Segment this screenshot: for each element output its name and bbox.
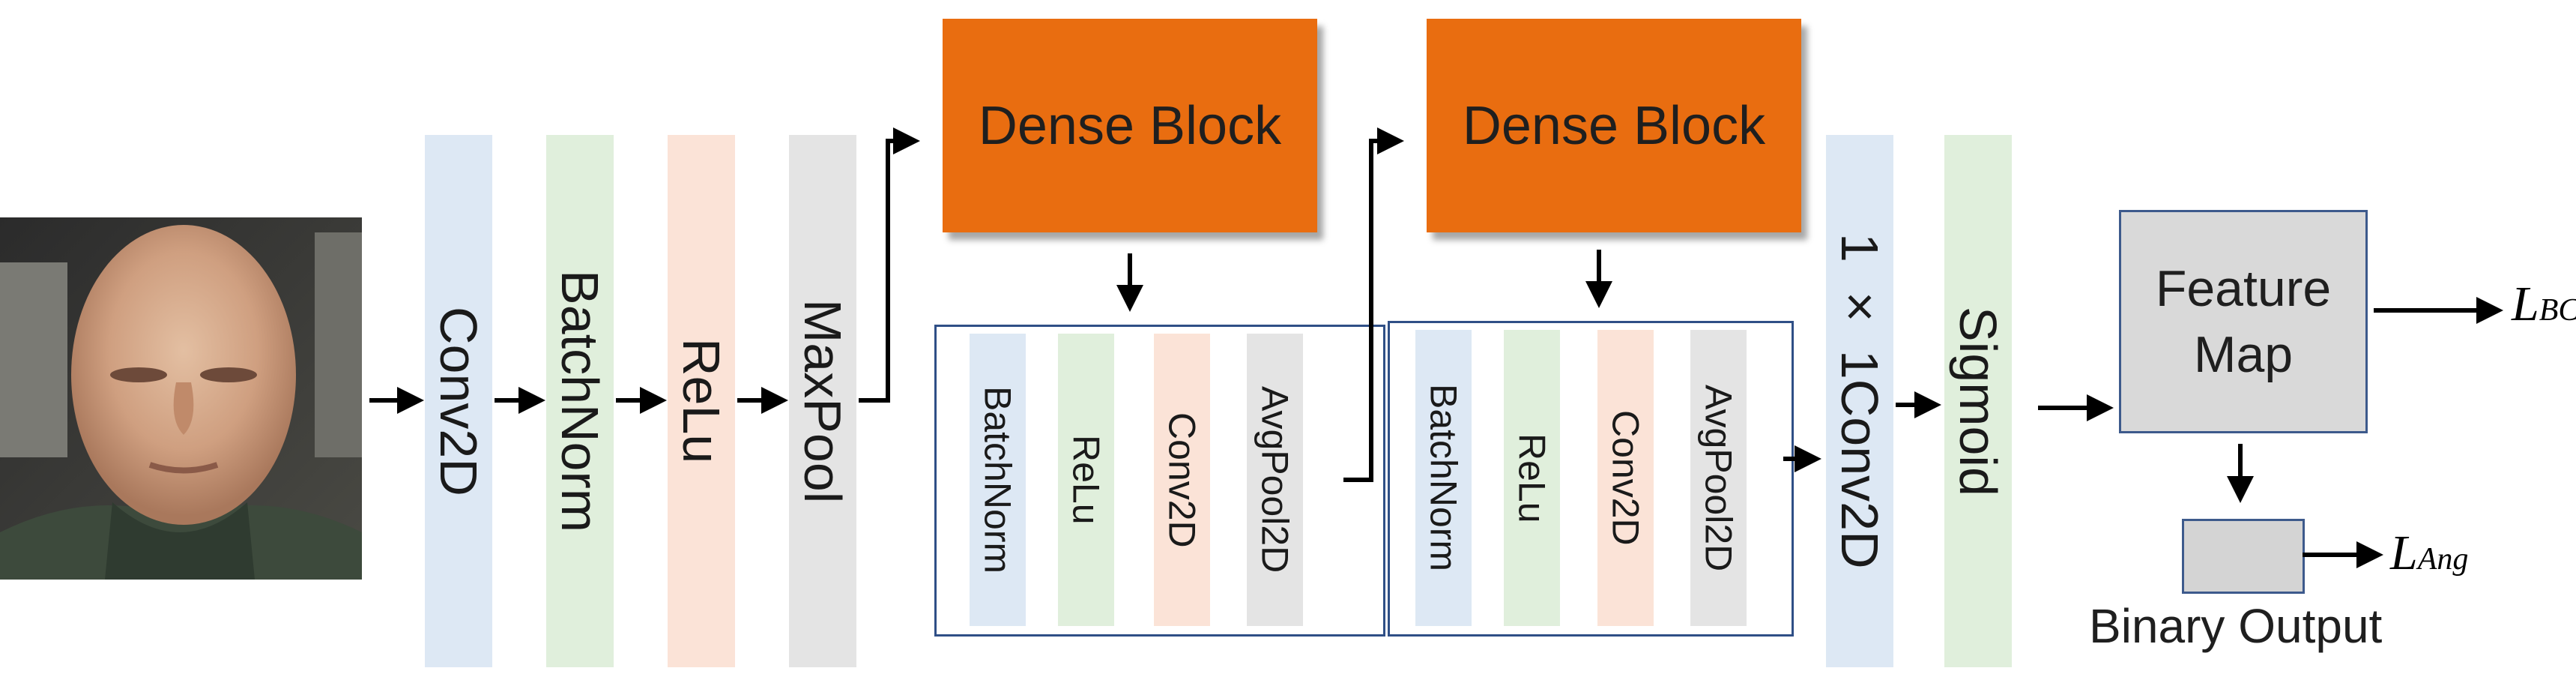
transition-layer-label: ReLu [1065,435,1107,525]
stem-layer-relu: ReLu [668,135,735,667]
binary-output-label: Binary Output [2089,599,2383,653]
dense-block-2: Dense Block [1427,19,1801,232]
head-layer-label: 1 × 1Conv2D [1830,233,1889,569]
transition-2-relu: ReLu [1504,330,1560,626]
transition-layer-label: ReLu [1511,433,1553,523]
loss-bce-subscript: BCE [2539,293,2576,328]
feature-map-line-1: Feature [2155,259,2332,317]
dense-block-label: Dense Block [978,95,1282,156]
transition-layer-label: Conv2D [1604,410,1647,546]
transition-2-avgpool2d: AvgPool2D [1690,330,1747,626]
transition-1-conv2d: Conv2D [1154,334,1210,626]
transition-1-batchnorm: BatchNorm [970,334,1026,626]
stem-layer-maxpool: MaxPool [789,135,856,667]
stem-layer-label: ReLu [672,338,731,464]
stem-layer-batchnorm: BatchNorm [546,135,614,667]
arrow-transition-1-to-dense-2 [1343,127,1404,482]
transition-1-relu: ReLu [1058,334,1114,626]
loss-ang-symbol: L [2390,526,2418,580]
input-face-image [0,217,362,580]
loss-ang-subscript: Ang [2417,542,2469,577]
transition-layer-label: Conv2D [1161,412,1203,548]
transition-layer-label: AvgPool2D [1254,386,1296,574]
feature-map-line-2: Map [2193,326,2294,383]
transition-layer-label: BatchNorm [1422,384,1465,572]
head-layer-1x1-conv2d: 1 × 1Conv2D [1826,135,1893,667]
stem-layer-conv2d: Conv2D [425,135,492,667]
stem-layer-label: MaxPool [793,298,852,504]
arrow-maxpool-to-dense-1 [859,127,920,403]
transition-layer-label: AvgPool2D [1697,384,1740,572]
loss-ang: LAng [2390,525,2468,582]
loss-bce: LBCE [2512,276,2576,333]
loss-bce-symbol: L [2512,277,2539,331]
transition-1-avgpool2d: AvgPool2D [1247,334,1303,626]
transition-2-batchnorm: BatchNorm [1415,330,1472,626]
head-layer-sigmoid: Sigmoid [1944,135,2012,667]
head-layer-label: Sigmoid [1949,306,2007,496]
stem-layer-label: Conv2D [429,306,488,496]
transition-2-conv2d: Conv2D [1597,330,1654,626]
transition-layer-label: BatchNorm [976,385,1019,574]
dense-block-label: Dense Block [1462,95,1766,156]
dense-block-1: Dense Block [943,19,1317,232]
stem-layer-label: BatchNorm [551,269,609,533]
